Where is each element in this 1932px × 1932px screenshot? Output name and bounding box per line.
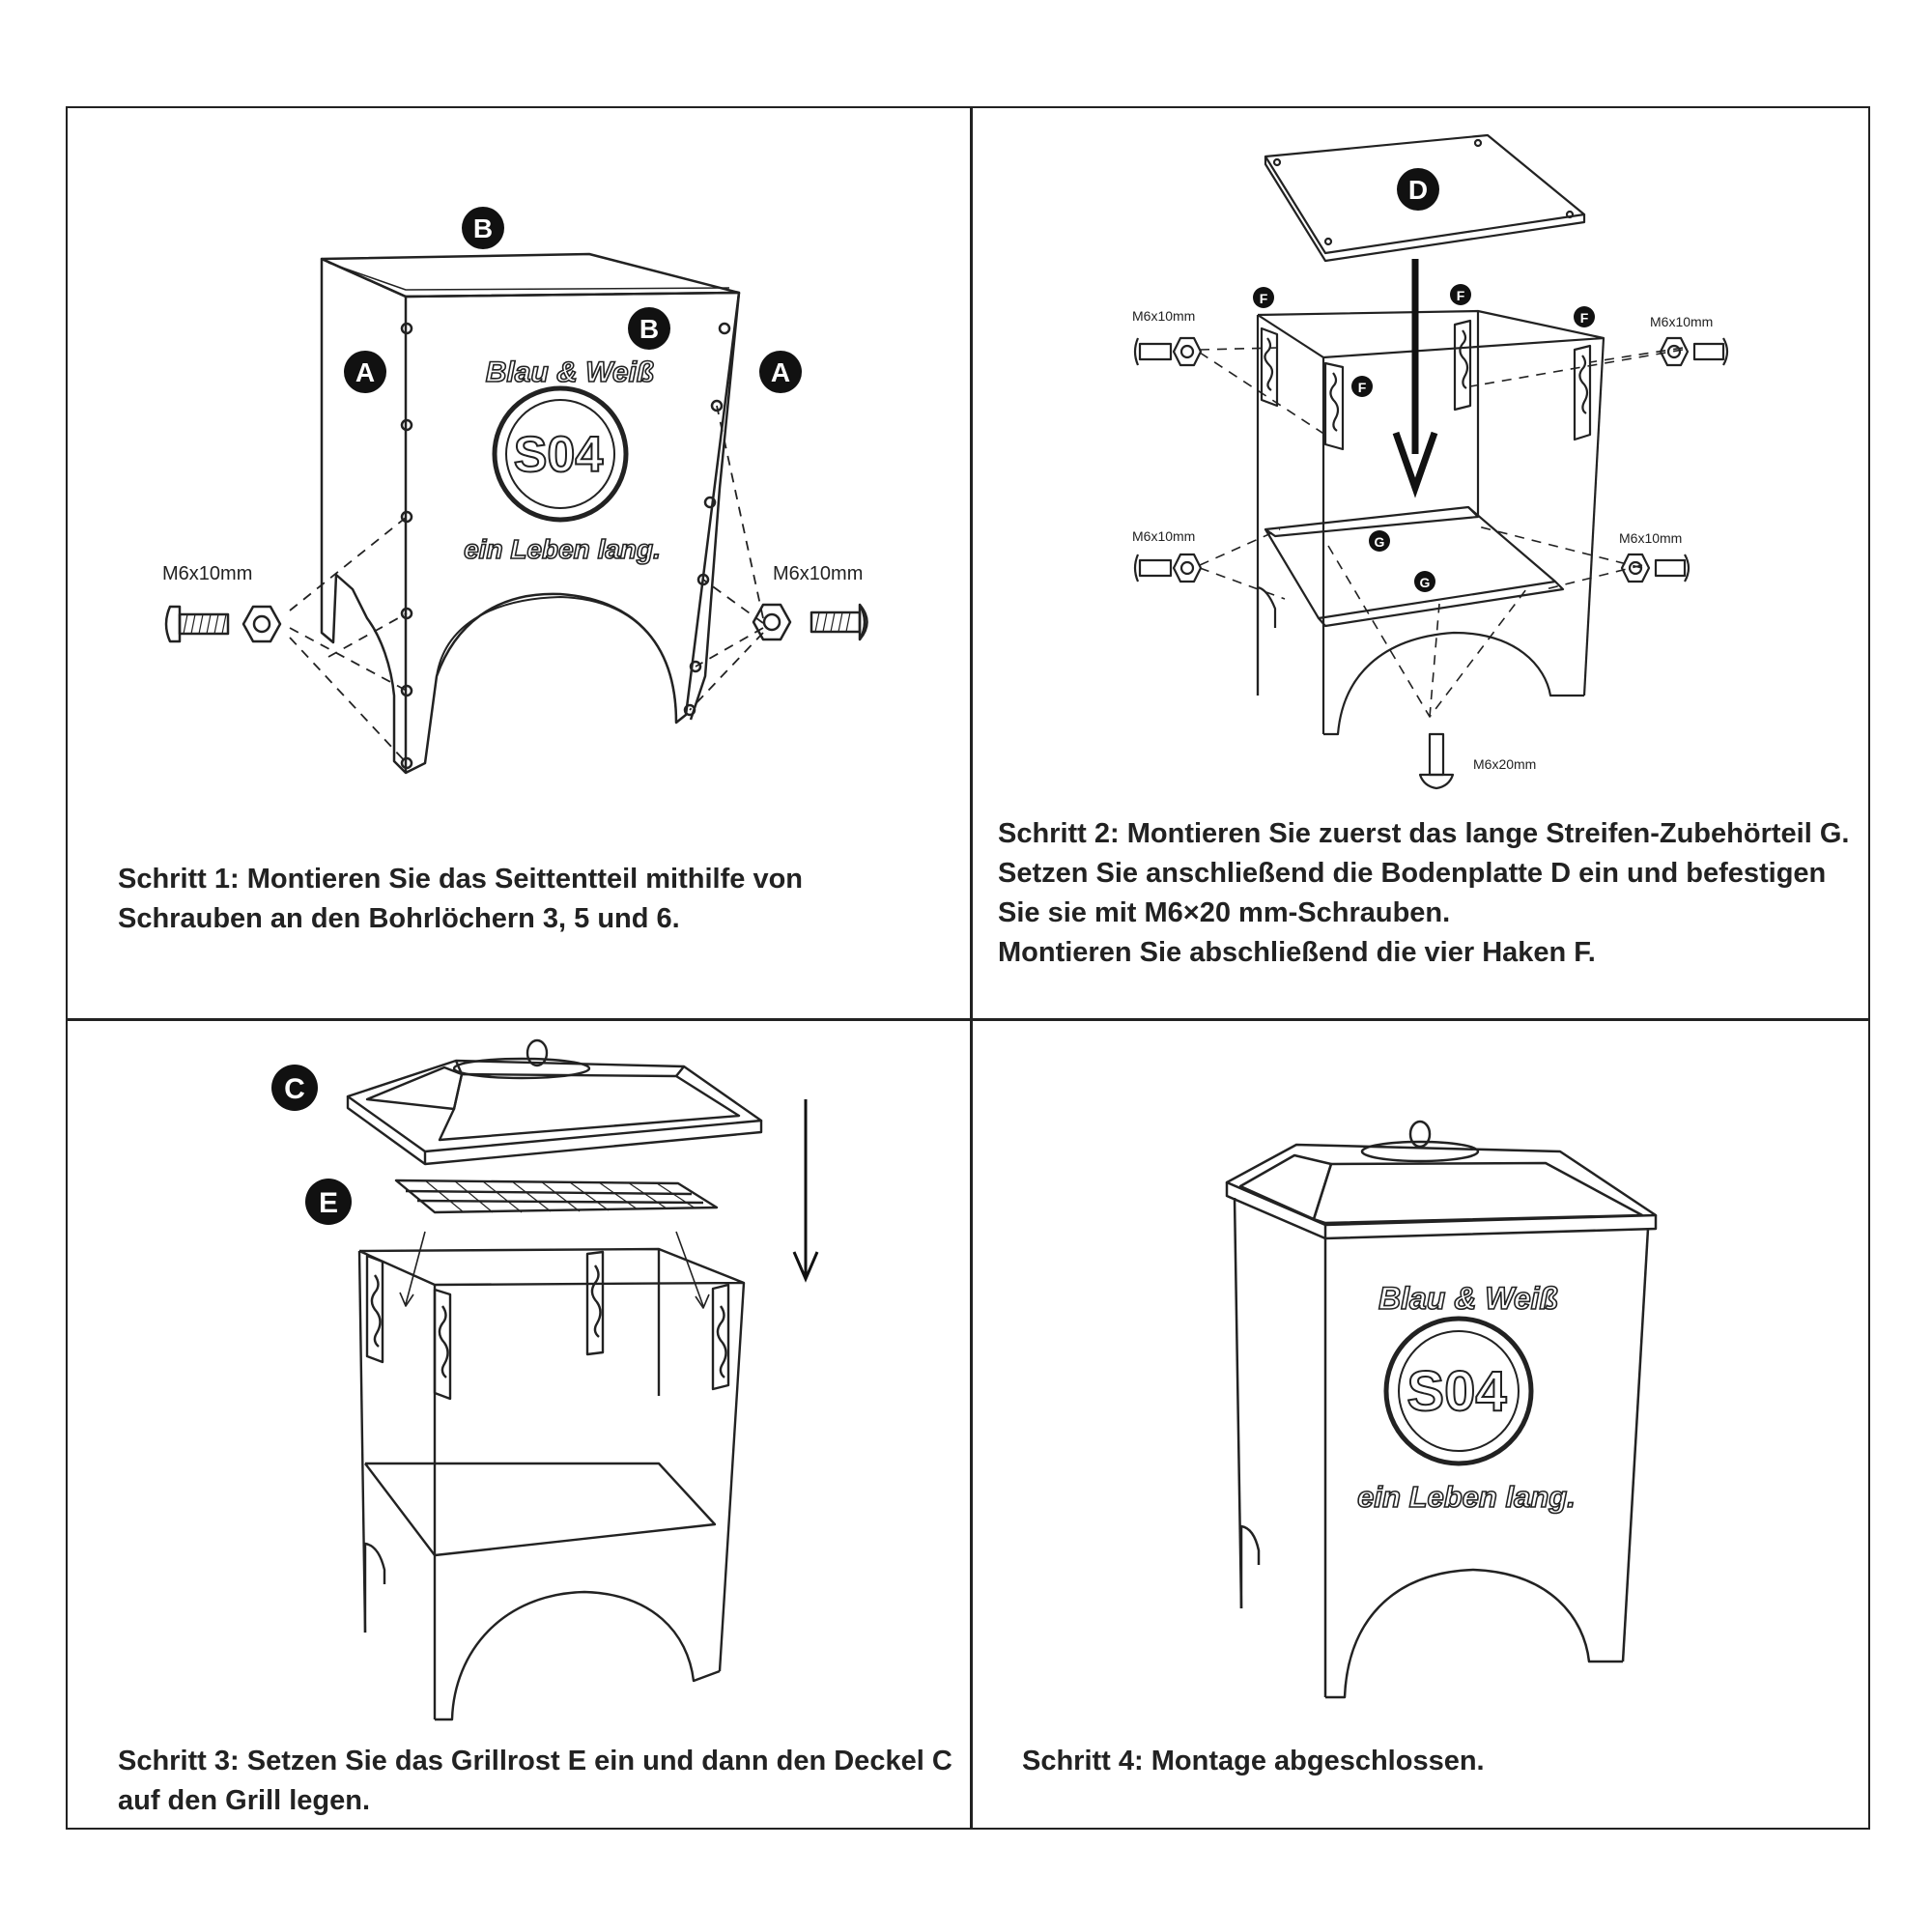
svg-text:A: A xyxy=(771,357,790,387)
svg-text:D: D xyxy=(1408,175,1428,205)
svg-text:A: A xyxy=(355,357,375,387)
screw-label-top-left: M6x10mm xyxy=(1132,308,1195,324)
svg-text:F: F xyxy=(1358,380,1367,395)
nut-left-icon xyxy=(242,605,282,643)
svg-text:C: C xyxy=(284,1073,305,1105)
svg-text:B: B xyxy=(473,213,493,243)
step-3-panel: C E xyxy=(68,1021,968,1828)
nut-right-icon xyxy=(752,603,792,641)
part-marker-f-1: F xyxy=(1253,287,1274,308)
part-marker-e: E xyxy=(305,1179,352,1225)
svg-text:F: F xyxy=(1457,288,1465,303)
grid-divider-horizontal xyxy=(66,1018,1870,1021)
hook-2-icon xyxy=(433,1288,452,1401)
hook-3-icon xyxy=(585,1250,605,1356)
step-1-panel: Blau & Weiß S04 ein Leben lang. B B A A … xyxy=(68,108,968,1016)
step-3-caption: Schritt 3: Setzen Sie das Grillrost E ei… xyxy=(118,1746,952,1816)
logo-bottom-text: ein Leben lang. xyxy=(464,534,661,564)
screw-right-icon xyxy=(810,603,868,641)
screw-label-right: M6x10mm xyxy=(773,563,863,584)
hook-f-2-icon xyxy=(1323,361,1345,451)
grill-grate-e xyxy=(394,1179,719,1214)
step-2-caption: Schritt 2: Montieren Sie zuerst das lang… xyxy=(998,818,1850,968)
screw-label-long: M6x20mm xyxy=(1473,756,1536,772)
part-marker-f-4: F xyxy=(1351,376,1373,397)
club-logo: Blau & Weiß S04 ein Leben lang. xyxy=(463,355,661,565)
logo-emblem-text: S04 xyxy=(514,427,604,483)
screw-long-icon xyxy=(1418,732,1455,790)
hook-f-3-icon xyxy=(1453,319,1472,412)
step-2-panel: D F F F F G G M6x10mm M6x10mm M6x10mm M6… xyxy=(973,108,1869,1016)
screw-bottom-right-icon xyxy=(1620,553,1690,583)
logo-emblem-text-final: S04 xyxy=(1406,1360,1506,1423)
screw-top-right-icon xyxy=(1659,336,1729,367)
hook-4-icon xyxy=(711,1283,730,1391)
part-marker-g-1: G xyxy=(1369,530,1390,552)
step-1-diagram: Blau & Weiß S04 ein Leben lang. B B A A … xyxy=(162,207,868,775)
step-1-caption: Schritt 1: Montieren Sie das Seittenttei… xyxy=(118,864,803,934)
part-marker-b-top: B xyxy=(462,207,504,249)
step-2-diagram: D F F F F G G M6x10mm M6x10mm M6x10mm M6… xyxy=(1132,133,1729,790)
screw-label-bottom-left: M6x10mm xyxy=(1132,528,1195,544)
part-marker-a-left: A xyxy=(344,351,386,393)
logo-top-text: Blau & Weiß xyxy=(486,356,654,388)
lid-c xyxy=(346,1038,763,1166)
logo-bottom-text-final: ein Leben lang. xyxy=(1357,1480,1576,1514)
screw-left-icon xyxy=(164,605,230,643)
svg-text:B: B xyxy=(639,314,659,344)
part-marker-a-right: A xyxy=(759,351,802,393)
step-4-panel: Blau & Weiß S04 ein Leben lang. xyxy=(973,1021,1869,1828)
screw-bottom-left-icon xyxy=(1133,553,1203,583)
club-logo-final: Blau & Weiß S04 ein Leben lang. xyxy=(1356,1280,1576,1515)
part-marker-b-front: B xyxy=(628,307,670,350)
grid-divider-vertical xyxy=(970,106,973,1830)
screw-label-left: M6x10mm xyxy=(162,563,252,584)
logo-top-text-final: Blau & Weiß xyxy=(1378,1281,1558,1316)
svg-text:E: E xyxy=(319,1187,338,1219)
part-marker-d: D xyxy=(1397,168,1439,211)
part-marker-g-2: G xyxy=(1414,571,1435,592)
screw-label-top-right: M6x10mm xyxy=(1650,314,1713,329)
screw-label-bottom-right: M6x10mm xyxy=(1619,530,1682,546)
part-marker-f-3: F xyxy=(1574,306,1595,327)
svg-text:F: F xyxy=(1260,291,1268,306)
screw-top-left-icon xyxy=(1133,336,1203,367)
hook-1-icon xyxy=(365,1254,384,1364)
svg-text:G: G xyxy=(1375,534,1385,550)
bottom-plate-d xyxy=(1264,133,1586,263)
step-4-caption: Schritt 4: Montage abgeschlossen. xyxy=(1022,1746,1485,1776)
svg-text:G: G xyxy=(1420,575,1431,590)
step-4-diagram: Blau & Weiß S04 ein Leben lang. xyxy=(1225,1120,1658,1699)
step-3-diagram: C E xyxy=(271,1038,819,1721)
arrow-down-icon xyxy=(1392,259,1438,498)
arrow-down-thin-icon xyxy=(792,1099,819,1283)
svg-text:F: F xyxy=(1580,310,1589,326)
instruction-sheet xyxy=(66,106,1870,1830)
part-marker-c: C xyxy=(271,1065,318,1111)
part-marker-f-2: F xyxy=(1450,284,1471,305)
hook-f-4-icon xyxy=(1573,344,1592,441)
